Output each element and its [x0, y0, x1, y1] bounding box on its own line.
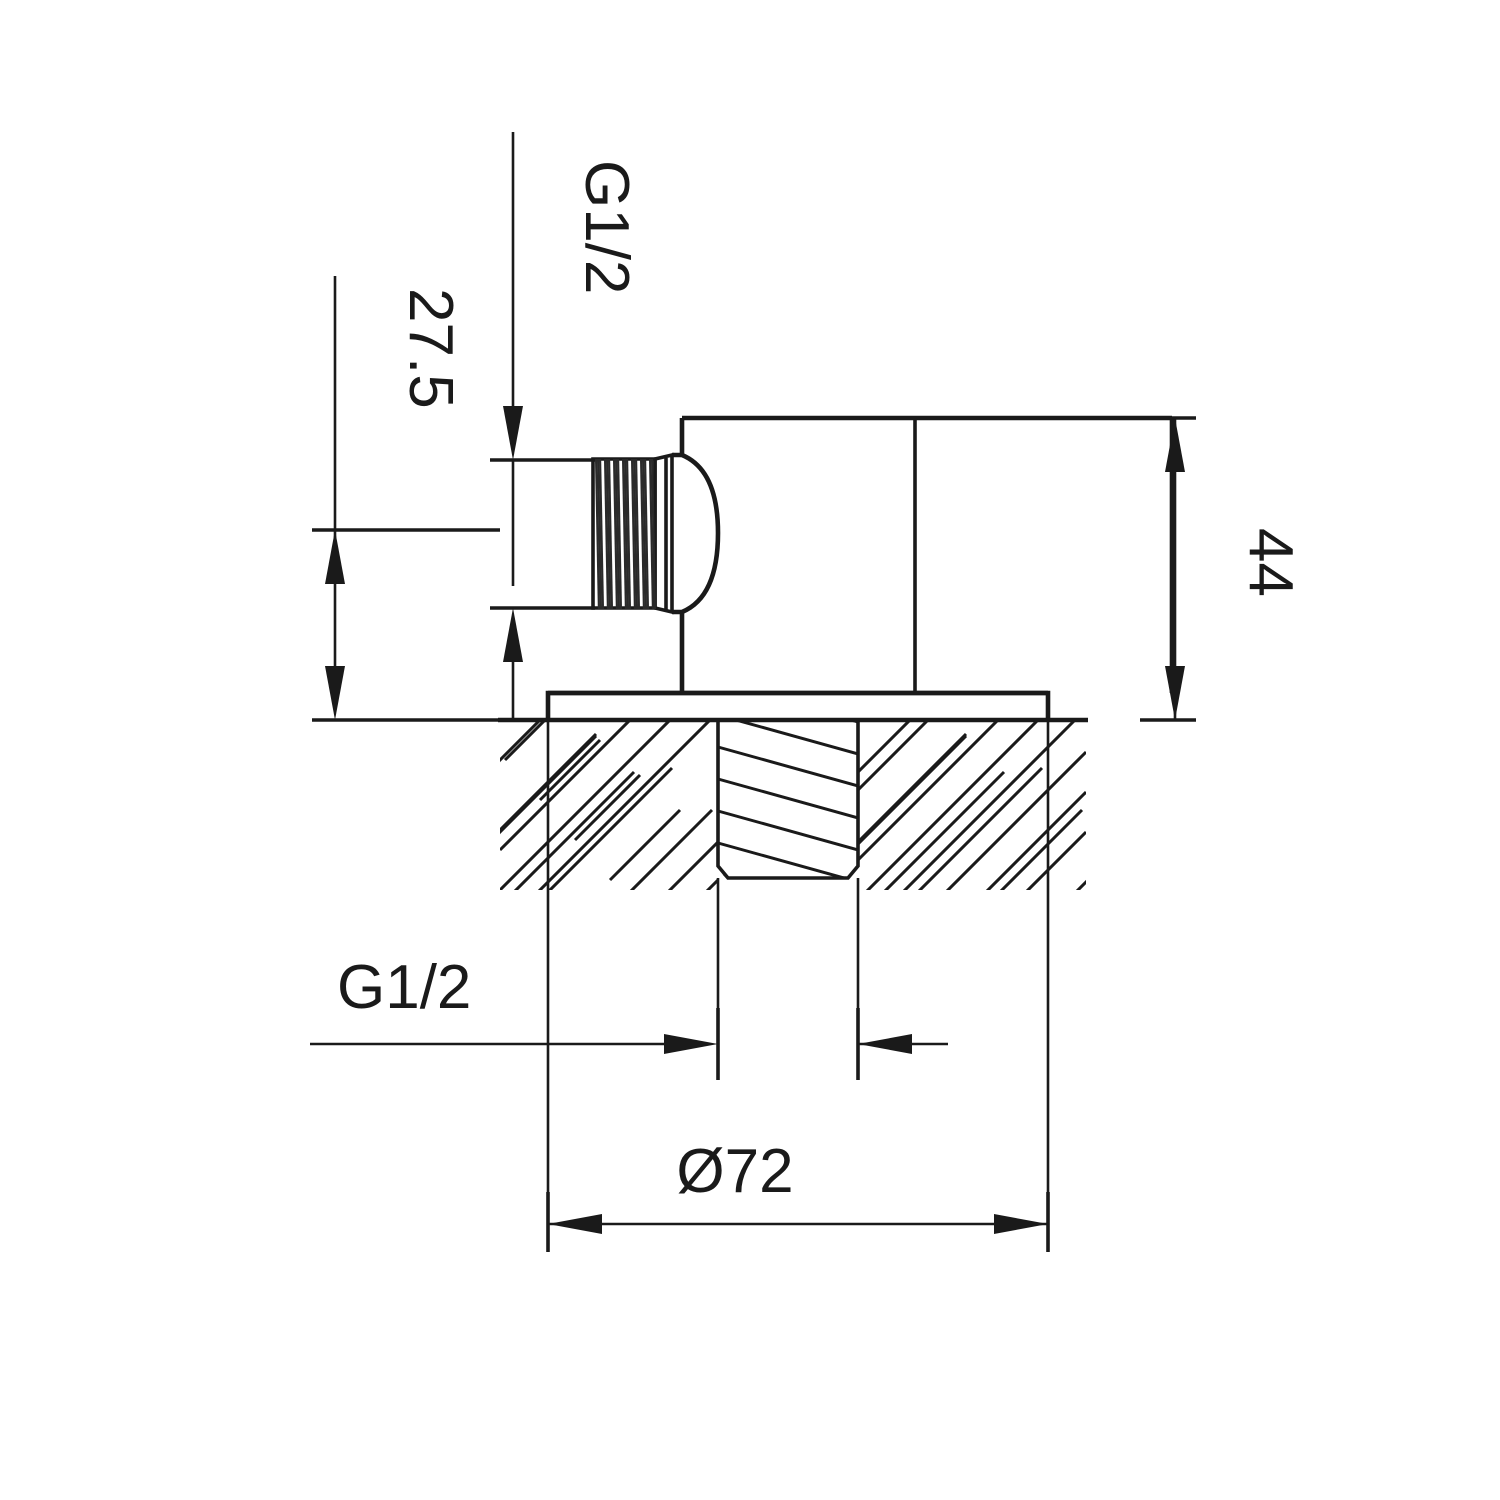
- dimension-44: 44: [1140, 416, 1305, 722]
- dim-275-lower-arrowhead-icon: [325, 666, 345, 720]
- dimension-27-5: 27.5: [312, 276, 500, 722]
- g12-top-arrowhead-icon: [503, 406, 523, 460]
- dimension-thread-top-callout: G1/2: [490, 132, 641, 720]
- dim-72-left-arrowhead-icon: [548, 1214, 602, 1234]
- dim-72-right-arrowhead-icon: [994, 1214, 1048, 1234]
- nipple-collar: [653, 452, 674, 615]
- dim-275-upper-arrowhead-icon: [325, 530, 345, 584]
- wall-hatch-left: [500, 720, 718, 890]
- dimension-label-27-5: 27.5: [396, 288, 465, 409]
- male-thread-nipple: [591, 457, 657, 610]
- flange-outline: [545, 690, 1051, 720]
- g12-bottom-arrowhead-icon: [503, 608, 523, 662]
- dim-44-bottom-arrowhead-icon: [1165, 666, 1185, 720]
- wall-hatch-right: [858, 720, 1086, 890]
- domed-transition: [653, 452, 721, 615]
- thread-hatch: [594, 459, 656, 609]
- dimension-flange-diameter: Ø72: [546, 1137, 1050, 1252]
- escutcheon-flange: [545, 690, 1051, 720]
- dimension-label-g12-inlet: G1/2: [337, 953, 471, 1022]
- dome-profile: [672, 452, 721, 615]
- wall-section: [498, 717, 1088, 890]
- dimension-inlet-thread-callout: G1/2: [310, 953, 948, 1080]
- bore-hatch: [718, 720, 858, 878]
- dim-44-top-arrowhead-icon: [1165, 418, 1185, 472]
- construction-lines: [546, 720, 1050, 1200]
- wall-socket-bore-outline: [716, 720, 860, 880]
- g12-inlet-left-arrowhead-icon: [664, 1034, 718, 1054]
- dimension-label-g12-top: G1/2: [572, 160, 641, 294]
- dimension-label-44: 44: [1236, 528, 1305, 597]
- dimension-label-flange-diameter: Ø72: [676, 1137, 793, 1206]
